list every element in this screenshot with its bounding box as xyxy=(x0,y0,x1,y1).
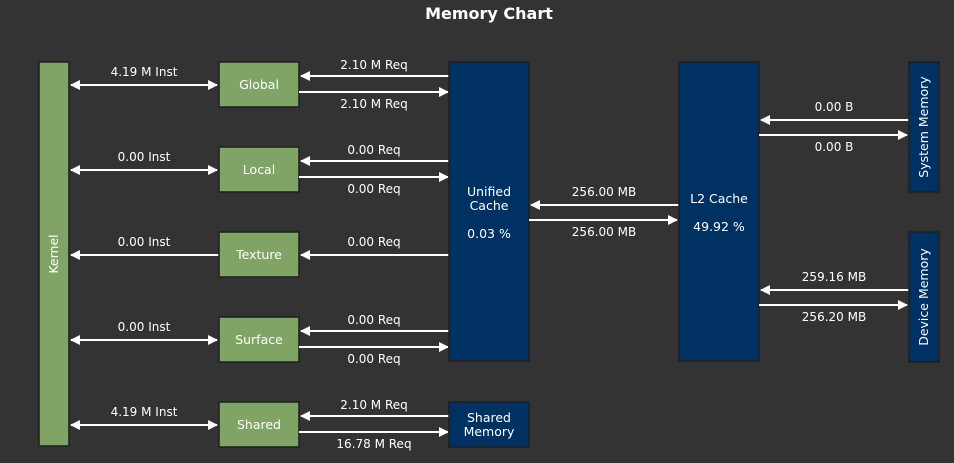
l2-to-unified-label: 256.00 MB xyxy=(572,185,636,199)
device-memory-label: Device Memory xyxy=(916,248,931,346)
kernel-label: Kernel xyxy=(46,234,61,273)
unified-to-l2-label: 256.00 MB xyxy=(572,225,636,239)
surface-inst-label: 0.00 Inst xyxy=(118,320,171,334)
shared-block[interactable] xyxy=(218,401,300,448)
local-memory-block[interactable] xyxy=(218,146,300,193)
local-req-in-label: 0.00 Req xyxy=(347,143,400,157)
unified-cache-label-line1: Unified xyxy=(467,184,511,199)
global-inst-label: 4.19 M Inst xyxy=(111,65,178,79)
global-req-in-label: 2.10 M Req xyxy=(340,58,408,72)
local-req-out-label: 0.00 Req xyxy=(347,182,400,196)
shared-memory-label-line1: Shared xyxy=(467,410,511,425)
shared-req-in-label: 2.10 M Req xyxy=(340,398,408,412)
chart-title: Memory Chart xyxy=(425,4,553,23)
unified-cache-label-line2: Cache xyxy=(470,198,509,213)
local-memory-label: Local xyxy=(243,162,275,177)
kernel-block[interactable] xyxy=(38,61,70,447)
l2-cache-label: L2 Cache xyxy=(690,191,748,206)
device-memory-block[interactable] xyxy=(908,231,940,363)
texture-req-in-label: 0.00 Req xyxy=(347,235,400,249)
texture-memory-block[interactable] xyxy=(218,231,300,278)
texture-memory-label: Texture xyxy=(235,247,282,262)
system-memory-block[interactable] xyxy=(908,61,940,193)
system-memory-write-label: 0.00 B xyxy=(815,140,854,154)
system-memory-read-label: 0.00 B xyxy=(815,100,854,114)
device-memory-read-label: 259.16 MB xyxy=(802,270,866,284)
shared-memory-block[interactable] xyxy=(448,401,530,448)
system-memory-label: System Memory xyxy=(916,76,931,178)
global-memory-label: Global xyxy=(239,77,279,92)
unified-cache-block[interactable] xyxy=(448,61,530,362)
unified-cache-hit-rate: 0.03 % xyxy=(467,226,511,241)
surface-req-in-label: 0.00 Req xyxy=(347,313,400,327)
l2-cache-hit-rate: 49.92 % xyxy=(693,219,745,234)
surface-memory-block[interactable] xyxy=(218,316,300,363)
shared-inst-label: 4.19 M Inst xyxy=(111,405,178,419)
shared-label: Shared xyxy=(237,417,281,432)
shared-req-out-label: 16.78 M Req xyxy=(336,437,411,451)
l2-cache-block[interactable] xyxy=(678,61,760,362)
shared-memory-label-line2: Memory xyxy=(464,424,515,439)
global-memory-block[interactable] xyxy=(218,61,300,108)
texture-inst-label: 0.00 Inst xyxy=(118,235,171,249)
surface-req-out-label: 0.00 Req xyxy=(347,352,400,366)
device-memory-write-label: 256.20 MB xyxy=(802,310,866,324)
surface-memory-label: Surface xyxy=(235,332,283,347)
global-req-out-label: 2.10 M Req xyxy=(340,97,408,111)
local-inst-label: 0.00 Inst xyxy=(118,150,171,164)
